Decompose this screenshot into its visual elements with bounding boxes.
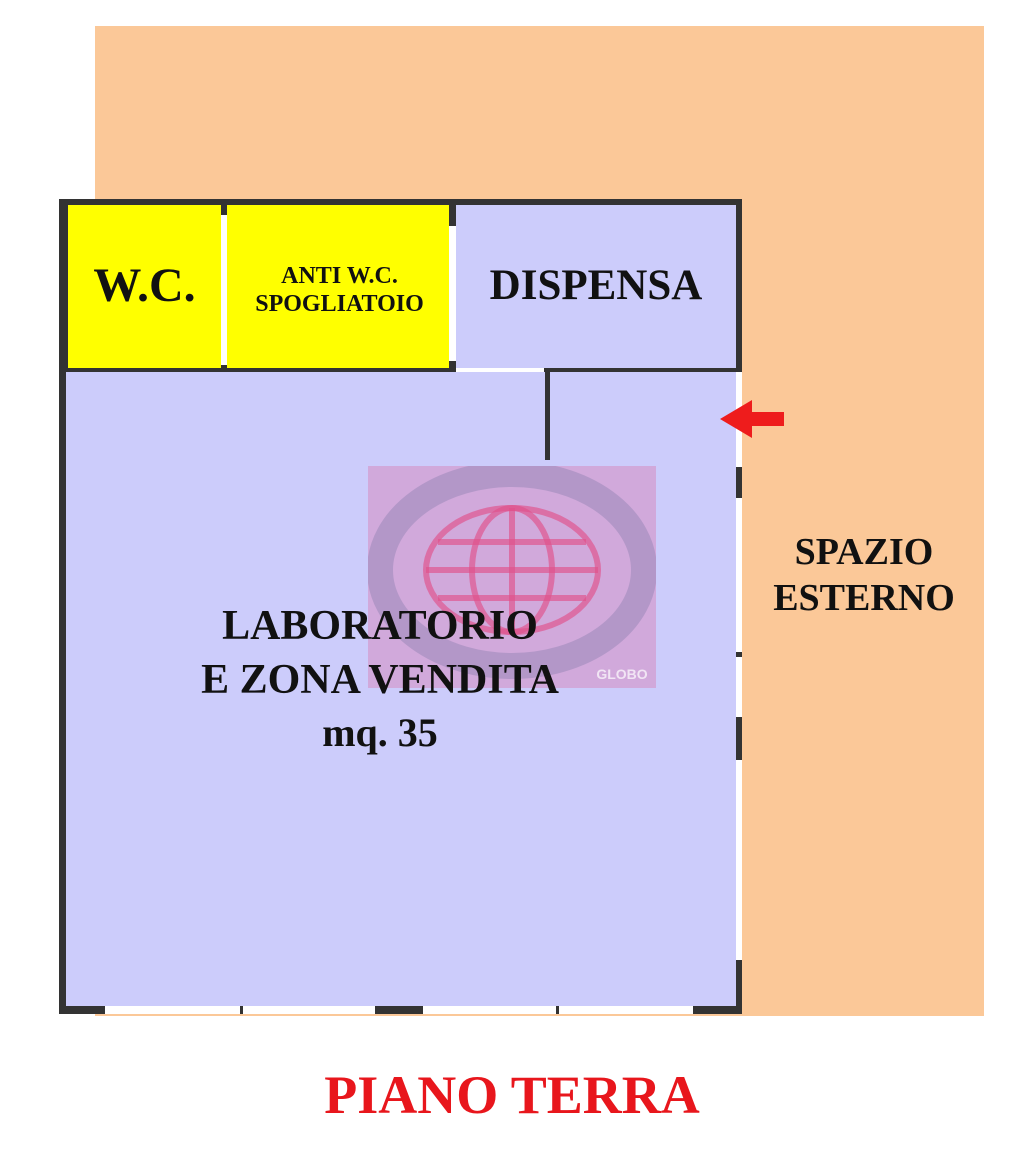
watermark-logo: GLOBO: [368, 466, 656, 688]
room-wc: [68, 205, 221, 368]
wall-tick: [240, 1006, 243, 1014]
label-anti-wc-line2: SPOGLIATOIO: [255, 291, 424, 317]
label-anti-wc-line1: ANTI W.C.: [281, 263, 398, 289]
label-dispensa: DISPENSA: [456, 264, 736, 307]
window-opening: [736, 760, 742, 960]
label-wc-text: W.C.: [93, 259, 196, 312]
watermark-text: GLOBO: [596, 666, 647, 682]
window-opening: [736, 498, 742, 652]
plan-title-text: PIANO TERRA: [324, 1065, 700, 1125]
label-exterior-line1: SPAZIO: [794, 531, 934, 573]
wall-tick: [556, 1006, 559, 1014]
label-laboratorio-line2: E ZONA VENDITA: [201, 657, 559, 703]
room-dispensa: [456, 205, 736, 368]
globe-icon: [423, 505, 601, 635]
label-exterior-line2: ESTERNO: [773, 577, 955, 619]
label-anti-wc: ANTI W.C. SPOGLIATOIO: [227, 264, 452, 316]
door-opening: [221, 215, 227, 365]
plan-title: PIANO TERRA: [0, 1068, 1024, 1122]
window-opening: [736, 657, 742, 717]
partition-wall: [545, 370, 550, 460]
label-laboratorio-line1: LABORATORIO: [222, 603, 538, 649]
label-laboratorio: LABORATORIO E ZONA VENDITA mq. 35: [140, 605, 620, 753]
door-opening: [449, 226, 456, 361]
label-wc: W.C.: [68, 262, 221, 310]
label-exterior: SPAZIO ESTERNO: [748, 533, 980, 617]
door-opening: [456, 368, 544, 372]
room-laboratorio: [66, 372, 736, 1006]
label-dispensa-text: DISPENSA: [489, 262, 703, 309]
label-laboratorio-area: mq. 35: [322, 710, 438, 755]
arrow-left-icon: [720, 400, 784, 438]
room-anti-wc: [227, 205, 449, 368]
